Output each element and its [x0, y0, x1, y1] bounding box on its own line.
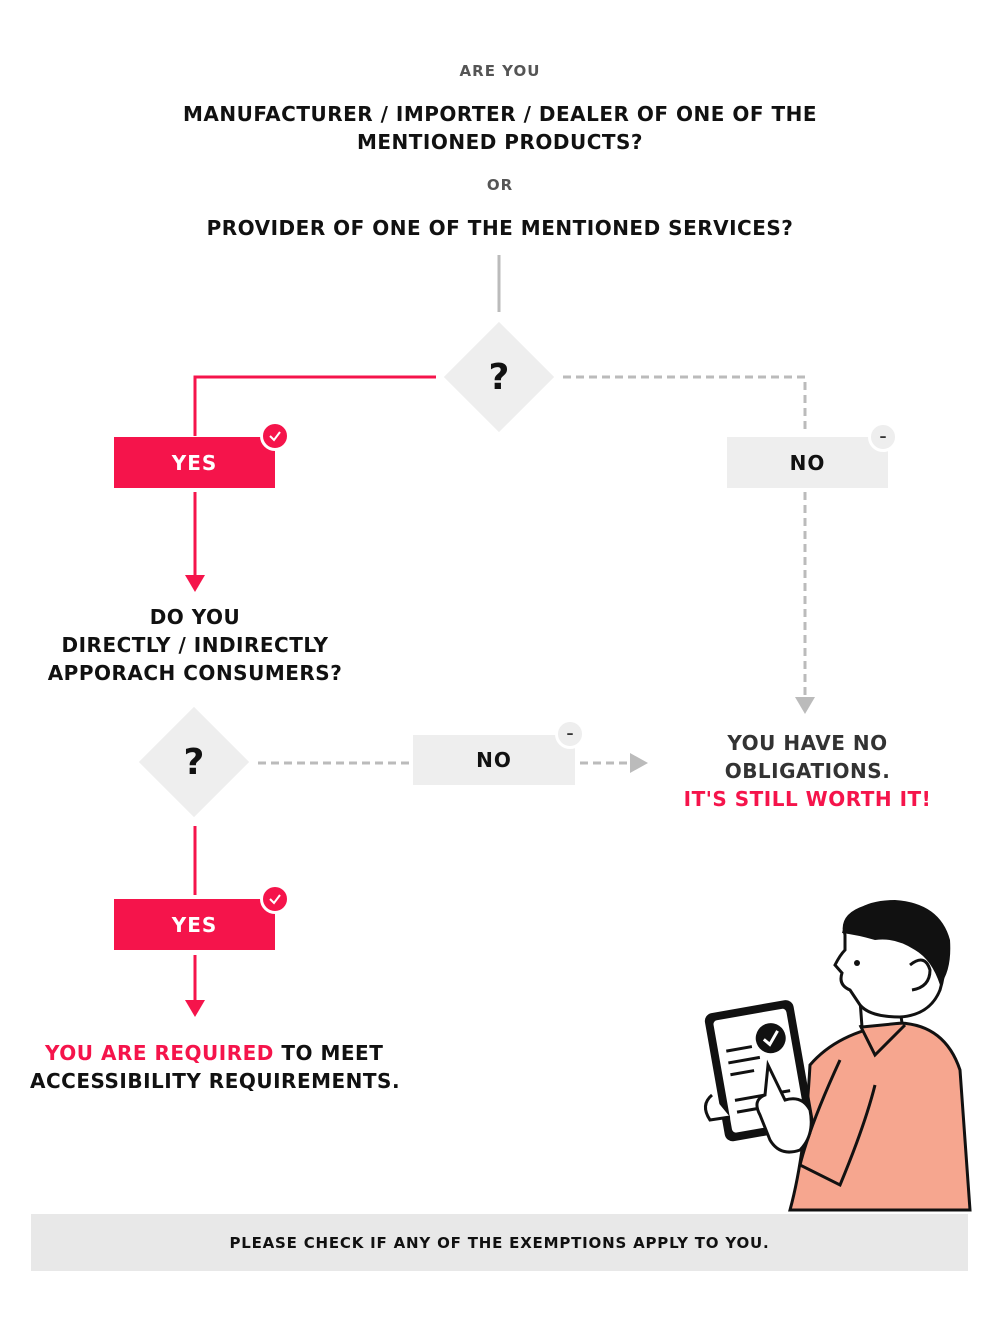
- result-required-rest: TO MEET: [273, 1041, 384, 1065]
- question-consumers-line-3: APPORACH CONSUMERS?: [47, 661, 343, 685]
- check-icon: [260, 421, 290, 451]
- question-services: PROVIDER OF ONE OF THE MENTIONED SERVICE…: [206, 216, 794, 240]
- result-no-obligations: YOU HAVE NO OBLIGATIONS. IT'S STILL WORT…: [640, 729, 975, 813]
- question-consumers-line-1: DO YOU: [149, 605, 241, 629]
- question-consumers-line-2: DIRECTLY / INDIRECTLY: [61, 633, 329, 657]
- check-icon: [260, 884, 290, 914]
- result-no-line-2: OBLIGATIONS.: [724, 759, 891, 783]
- minus-icon: –: [555, 719, 585, 749]
- are-you-label: ARE YOU: [459, 62, 541, 80]
- question-mark-icon: ?: [183, 741, 205, 783]
- result-no-line-3: IT'S STILL WORTH IT!: [683, 787, 932, 811]
- question-consumers: DO YOU DIRECTLY / INDIRECTLY APPORACH CO…: [20, 603, 370, 687]
- result-required: YOU ARE REQUIRED TO MEET ACCESSIBILITY R…: [30, 1039, 450, 1095]
- minus-icon: –: [868, 422, 898, 452]
- yes-button-2[interactable]: YES: [114, 899, 275, 950]
- result-required-highlight: YOU ARE REQUIRED: [45, 1041, 274, 1065]
- no-button-1[interactable]: NO: [727, 437, 888, 488]
- question-mark-icon: ?: [488, 356, 510, 398]
- or-label: OR: [486, 176, 514, 194]
- no-button-2[interactable]: NO: [413, 735, 575, 785]
- person-with-tablet-illustration: [704, 900, 972, 1212]
- result-required-line-2: ACCESSIBILITY REQUIREMENTS.: [30, 1069, 401, 1093]
- question-products: MANUFACTURER / IMPORTER / DEALER OF ONE …: [182, 102, 818, 154]
- result-no-line-1: YOU HAVE NO: [727, 731, 888, 755]
- yes-button-1[interactable]: YES: [114, 437, 275, 488]
- exemptions-notice: PLEASE CHECK IF ANY OF THE EXEMPTIONS AP…: [31, 1214, 968, 1271]
